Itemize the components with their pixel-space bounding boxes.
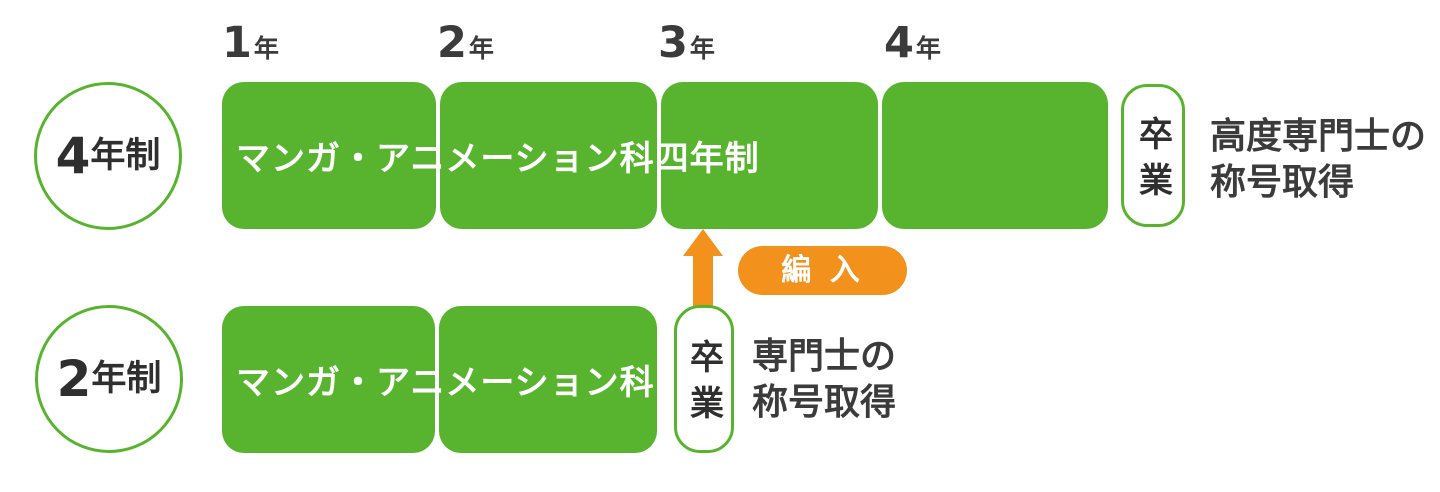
year-number: 1	[222, 18, 252, 68]
course-block-4year-year1	[222, 82, 436, 229]
duration-suffix: 年制	[91, 358, 162, 399]
year-label-2: 2 年	[437, 22, 494, 65]
course-block-4year-year4	[882, 82, 1108, 229]
transfer-up-arrow-icon	[683, 229, 723, 312]
course-track-2year	[222, 306, 657, 453]
year-unit: 年	[253, 34, 279, 63]
course-title-2year: マンガ・アニメーション科	[236, 363, 655, 403]
graduation-box-4year: 卒業	[1121, 84, 1185, 227]
caption-line-1: 高度専門士の	[1210, 116, 1427, 157]
year-label-1: 1 年	[222, 22, 279, 65]
credential-caption-2year: 専門士の 称号取得	[752, 334, 896, 426]
graduation-label: 卒業	[683, 339, 724, 431]
course-track-4year	[222, 82, 1108, 229]
caption-line-2: 称号取得	[752, 382, 897, 423]
duration-suffix: 年制	[90, 135, 161, 176]
year-unit: 年	[689, 34, 715, 63]
duration-number: 4	[55, 127, 91, 185]
credential-caption-4year: 高度専門士の 称号取得	[1210, 114, 1426, 206]
graduation-label: 卒業	[1132, 115, 1173, 208]
year-number: 3	[658, 18, 688, 68]
duration-number: 2	[56, 350, 92, 408]
course-title-4year: マンガ・アニメーション科四年制	[236, 139, 760, 179]
duration-circle-2year: 2 年制	[35, 305, 183, 453]
year-label-4: 4 年	[884, 22, 941, 65]
transfer-badge-label: 編 入	[781, 252, 864, 288]
year-unit: 年	[468, 34, 494, 63]
course-block-2year-year2	[439, 306, 657, 453]
caption-line-2: 称号取得	[1210, 162, 1355, 203]
year-label-3: 3 年	[658, 22, 715, 65]
course-block-4year-year3	[661, 82, 878, 229]
transfer-badge: 編 入	[738, 246, 907, 295]
course-block-4year-year2	[440, 82, 657, 229]
year-number: 4	[884, 18, 914, 68]
year-number: 2	[437, 18, 467, 68]
graduation-box-2year: 卒業	[674, 305, 734, 453]
caption-line-1: 専門士の	[752, 336, 897, 377]
year-unit: 年	[915, 34, 941, 63]
course-block-2year-year1	[222, 306, 435, 453]
duration-circle-4year: 4 年制	[34, 82, 182, 230]
